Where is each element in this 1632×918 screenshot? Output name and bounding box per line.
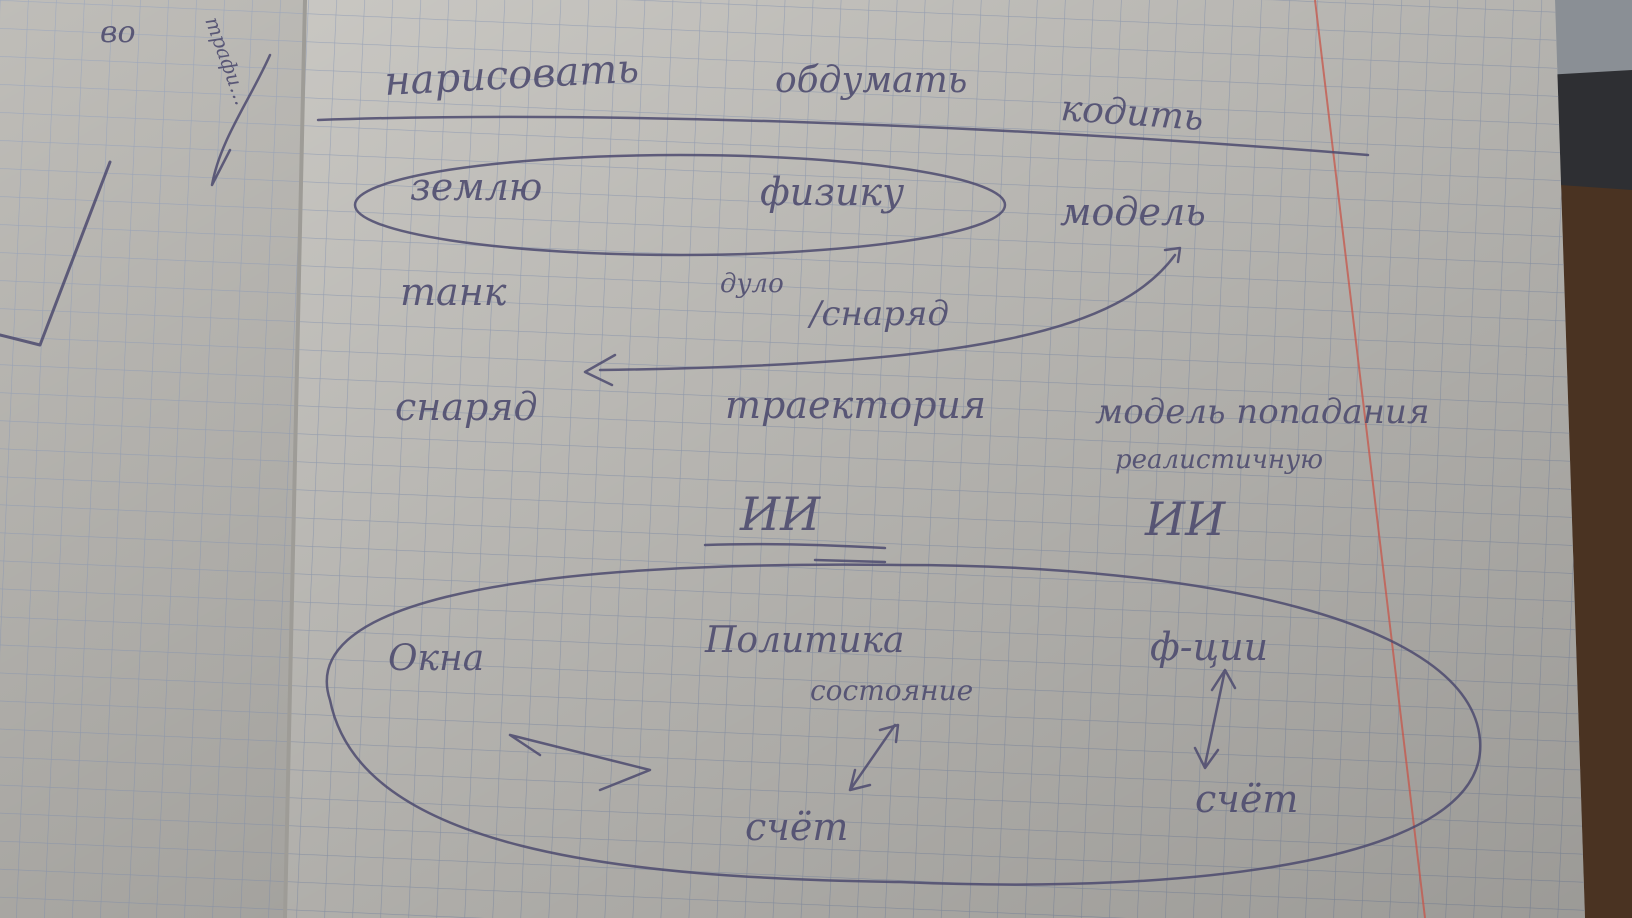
note-func: ф-ции xyxy=(1150,625,1268,669)
note-physics: физику xyxy=(760,170,904,214)
left-page-stroke-1 xyxy=(0,160,112,347)
arrowhead-model xyxy=(1163,246,1182,264)
left-page-text-1: во xyxy=(100,15,136,50)
note-shell: снаряд xyxy=(395,385,538,429)
note-realistic: реалистичную xyxy=(1115,445,1323,475)
note-barrel: дуло xyxy=(720,269,784,299)
arrowhead-shell xyxy=(583,353,617,387)
arrow-window xyxy=(508,733,652,792)
note-model: модель xyxy=(1060,190,1206,234)
oval-code-items xyxy=(325,563,1482,886)
header-code: кодить xyxy=(1059,88,1204,139)
note-score-1: счёт xyxy=(745,805,848,849)
notebook-spine xyxy=(283,0,307,918)
oval-draw-items xyxy=(353,153,1007,257)
note-tank: танк xyxy=(400,270,507,314)
note-ai-2: ИИ xyxy=(1144,492,1226,546)
arrow-model-to-shell xyxy=(598,253,1177,372)
left-page-stroke-2 xyxy=(210,53,272,187)
note-model-hit: модель попадания xyxy=(1095,392,1429,432)
arrow-state-score xyxy=(848,723,900,792)
note-state: состояние xyxy=(810,674,973,707)
arrow-func-score xyxy=(1193,668,1237,770)
ai-underline xyxy=(703,542,887,564)
note-earth: землю xyxy=(410,165,542,209)
note-policy: Политика xyxy=(704,620,904,661)
note-trajectory: траектория xyxy=(725,383,986,427)
header-underline xyxy=(316,115,1370,157)
header-think: обдумать xyxy=(775,60,967,101)
note-ai-1: ИИ xyxy=(739,487,821,541)
note-score-2: счёт xyxy=(1195,777,1298,821)
note-window: Окна xyxy=(388,638,484,679)
note-shell-alt: /снаряд xyxy=(807,294,949,334)
